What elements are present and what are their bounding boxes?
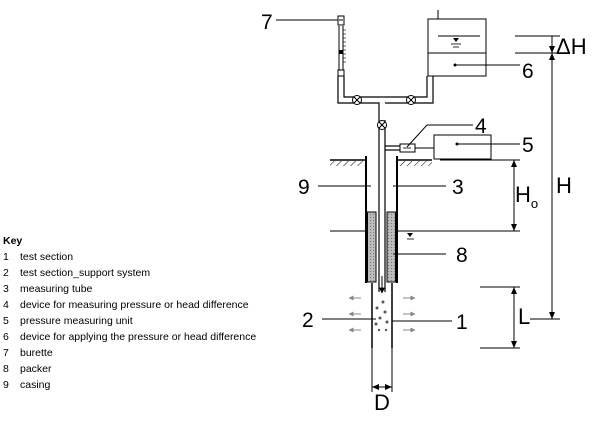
test-section: [371, 283, 393, 378]
callout-3: 3: [452, 176, 464, 199]
key-item-number: 9: [3, 379, 9, 391]
callout-7: 7: [261, 11, 273, 34]
key-item-text: burette: [20, 347, 53, 359]
outflow-arrows: [348, 295, 416, 333]
callout-8: 8: [456, 244, 468, 267]
dimension-h0-main: H: [515, 182, 531, 207]
key-item-text: pressure measuring unit: [20, 315, 133, 327]
callout-leaders: [276, 19, 520, 322]
key-item-text: test section_support system: [20, 267, 151, 279]
callout-9: 9: [298, 176, 310, 199]
key-item-number: 6: [3, 331, 9, 343]
key-item-text: casing: [20, 379, 51, 391]
key-item: 4 device for measuring pressure or head …: [3, 300, 261, 311]
dimension-l: L: [518, 304, 530, 329]
key-item-number: 2: [3, 267, 9, 279]
dimension-h0: Ho: [515, 182, 538, 211]
key-title: Key: [3, 235, 23, 247]
callout-5: 5: [522, 134, 534, 157]
valve-center[interactable]: [377, 120, 387, 130]
key-item: 3 measuring tube: [3, 284, 261, 295]
key-item-number: 3: [3, 283, 9, 295]
dimension-d: D: [374, 390, 390, 415]
dimension-h: H: [556, 173, 572, 198]
burette: [337, 15, 346, 77]
key-item-number: 7: [3, 347, 9, 359]
key-item-number: 1: [3, 251, 9, 263]
pressure-measuring-device: [399, 143, 434, 153]
groundwater-level: [330, 230, 440, 240]
valve-left[interactable]: [352, 95, 362, 105]
piping: [337, 76, 434, 151]
key-legend: Key 1 test section 2 test section_suppor…: [3, 236, 261, 396]
dimension-lines: [371, 35, 560, 392]
callout-4: 4: [475, 115, 487, 138]
dimension-delta-h: ΔH: [556, 34, 587, 59]
callout-6: 6: [522, 60, 534, 83]
measuring-tube: [378, 120, 386, 294]
callout-2: 2: [302, 309, 314, 332]
pressure-application-device: [427, 10, 487, 77]
key-item-text: measuring tube: [20, 283, 93, 295]
key-item-text: test section: [20, 251, 74, 263]
key-item: 1 test section: [3, 252, 261, 263]
key-item-number: 8: [3, 363, 9, 375]
key-item: 9 casing: [3, 380, 261, 391]
key-item-text: device for measuring pressure or head di…: [20, 299, 249, 311]
key-item: 2 test section_support system: [3, 268, 261, 279]
key-item: 5 pressure measuring unit: [3, 316, 261, 327]
key-item-text: device for applying the pressure or head…: [20, 331, 257, 343]
key-item-text: packer: [20, 363, 52, 375]
key-item: 8 packer: [3, 364, 261, 375]
test-section-support: [374, 300, 389, 332]
ground-surface: [330, 159, 432, 166]
key-item-number: 5: [3, 315, 9, 327]
pressure-measuring-unit: [433, 134, 492, 160]
key-item: 6 device for applying the pressure or he…: [3, 332, 261, 343]
dimension-h0-sub: o: [531, 196, 538, 211]
valve-right[interactable]: [406, 95, 416, 105]
packer: [366, 211, 397, 283]
key-item-number: 4: [3, 299, 9, 311]
callout-1: 1: [456, 311, 468, 334]
key-item: 7 burette: [3, 348, 261, 359]
valves: [352, 95, 416, 130]
